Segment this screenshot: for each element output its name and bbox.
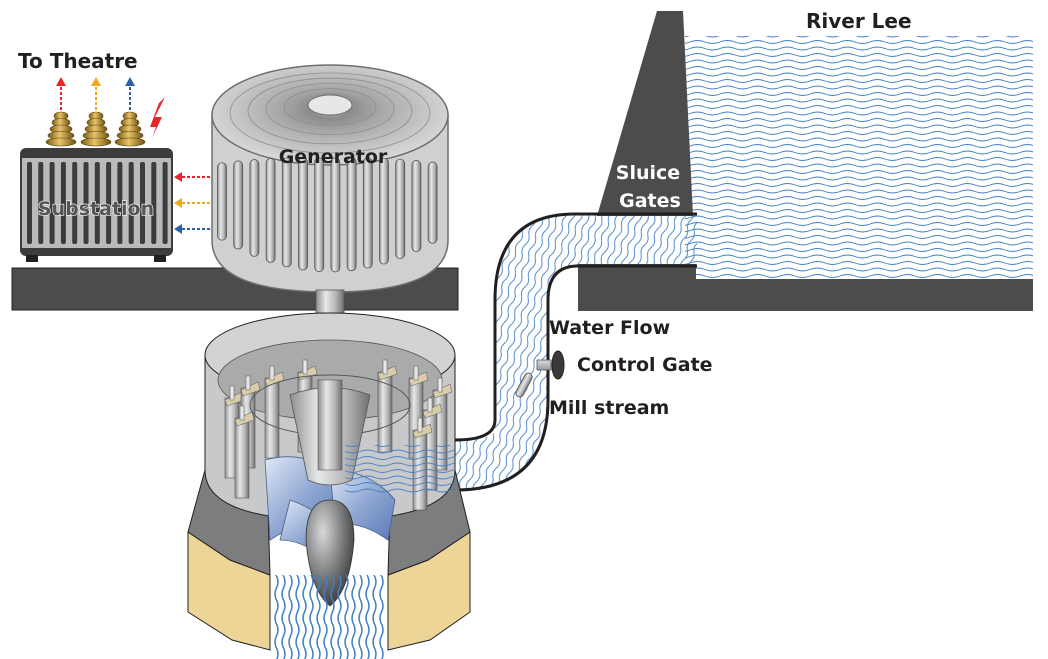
substation-fin — [83, 162, 89, 244]
arrowhead-up-blue — [125, 77, 135, 86]
generator: Generator — [211, 64, 449, 293]
substation-fin — [106, 162, 112, 244]
wicket-arm — [408, 371, 429, 387]
substation-fins — [27, 162, 168, 244]
channel-outer-wall — [454, 212, 697, 442]
sluice-gates-label-line2: Gates — [619, 190, 681, 212]
generator-slot — [330, 157, 341, 273]
substation-fin — [140, 162, 145, 244]
insulator-amber — [80, 111, 112, 147]
wicket-pin — [417, 417, 423, 433]
generator-ring — [265, 83, 395, 136]
wicket-gate — [377, 371, 393, 453]
arrowhead-left-amber — [174, 198, 182, 208]
generator-slot — [395, 158, 406, 259]
wicket-arm — [412, 423, 433, 439]
substation-fin — [72, 162, 78, 244]
generator-ring — [283, 88, 377, 126]
arrowhead-up-amber — [91, 77, 101, 86]
generator-slot — [265, 158, 276, 263]
mill-stream-channel — [454, 212, 697, 492]
housing-rim-left — [187, 469, 271, 576]
generator-slot — [379, 157, 389, 265]
river-bed — [578, 279, 1033, 311]
draft-tube-outflow — [272, 575, 386, 659]
river-section — [578, 11, 1033, 311]
substation-fin — [27, 162, 32, 244]
wicket-pin — [427, 397, 433, 413]
substation-fin — [162, 162, 168, 244]
channel-inner-wall-line — [454, 264, 697, 492]
wicket-arm — [432, 383, 453, 399]
substation-label: Substation — [38, 198, 154, 220]
control-gate-handwheel[interactable] — [551, 350, 565, 380]
generator-ring — [229, 72, 431, 154]
river-lee-label: River Lee — [806, 9, 912, 33]
river-water — [685, 36, 1033, 280]
generator-to-substation-arrows — [174, 172, 210, 234]
sluice-gate-wall — [597, 11, 693, 216]
to-theatre-label: To Theatre — [18, 49, 138, 73]
arrowhead-left-red — [174, 172, 182, 182]
generator-slot — [281, 157, 292, 268]
wicket-pin — [269, 365, 275, 381]
wicket-gate — [264, 377, 280, 459]
substation-fin — [151, 162, 157, 244]
wicket-arm — [422, 403, 443, 419]
generator-slot — [217, 162, 227, 241]
insulator-blue — [114, 111, 146, 147]
generator-hub — [307, 94, 353, 116]
sluice-gates-label-line1: Sluice — [616, 162, 680, 184]
substation-fin — [128, 162, 134, 244]
generator-cooling-slots — [217, 157, 438, 273]
insulator-disc — [114, 137, 146, 147]
arrowhead-left-blue — [174, 224, 182, 234]
lightning-bolt-icon — [150, 97, 165, 138]
generator-slot — [362, 157, 373, 269]
water-flow-label: Water Flow — [549, 317, 670, 339]
generator-label: Generator — [279, 146, 388, 168]
generator-slot — [233, 160, 244, 250]
insulator-disc — [45, 137, 77, 147]
wicket-pin — [302, 359, 308, 375]
wicket-pin — [437, 377, 443, 393]
wicket-pin — [382, 359, 388, 375]
wicket-pin — [229, 385, 235, 401]
generator-slot — [427, 161, 438, 244]
control-gate-label: Control Gate — [577, 354, 713, 376]
generator-slot — [314, 157, 325, 273]
wicket-pin — [413, 365, 419, 381]
channel-inner-wall — [578, 264, 696, 282]
arrowhead-up-red — [56, 77, 66, 86]
substation-fin — [60, 162, 66, 244]
mill-stream-label: Mill stream — [549, 397, 669, 419]
insulator-disc — [80, 137, 112, 147]
intake-water — [345, 445, 455, 493]
substation-fin — [49, 162, 55, 244]
substation-fin — [38, 162, 44, 244]
substation: Substation — [20, 111, 173, 262]
wicket-pin — [245, 375, 251, 391]
wicket-gate — [234, 417, 250, 499]
wicket-arm — [234, 411, 255, 427]
generator-slot — [346, 157, 357, 272]
substation-fin — [94, 162, 100, 244]
control-gate-valve[interactable] — [514, 350, 565, 398]
generator-top-rings — [229, 72, 431, 154]
generator-ring — [301, 93, 359, 117]
generator-slot — [249, 159, 260, 257]
generator-slot — [298, 157, 308, 271]
insulator-red — [45, 111, 77, 147]
turbine-housing — [187, 312, 471, 659]
wicket-arm — [377, 365, 398, 381]
generator-slot — [411, 160, 422, 253]
output-arrows — [56, 77, 135, 110]
substation-fin — [117, 162, 123, 244]
generator-ring — [247, 77, 413, 145]
wicket-pin — [239, 405, 245, 421]
